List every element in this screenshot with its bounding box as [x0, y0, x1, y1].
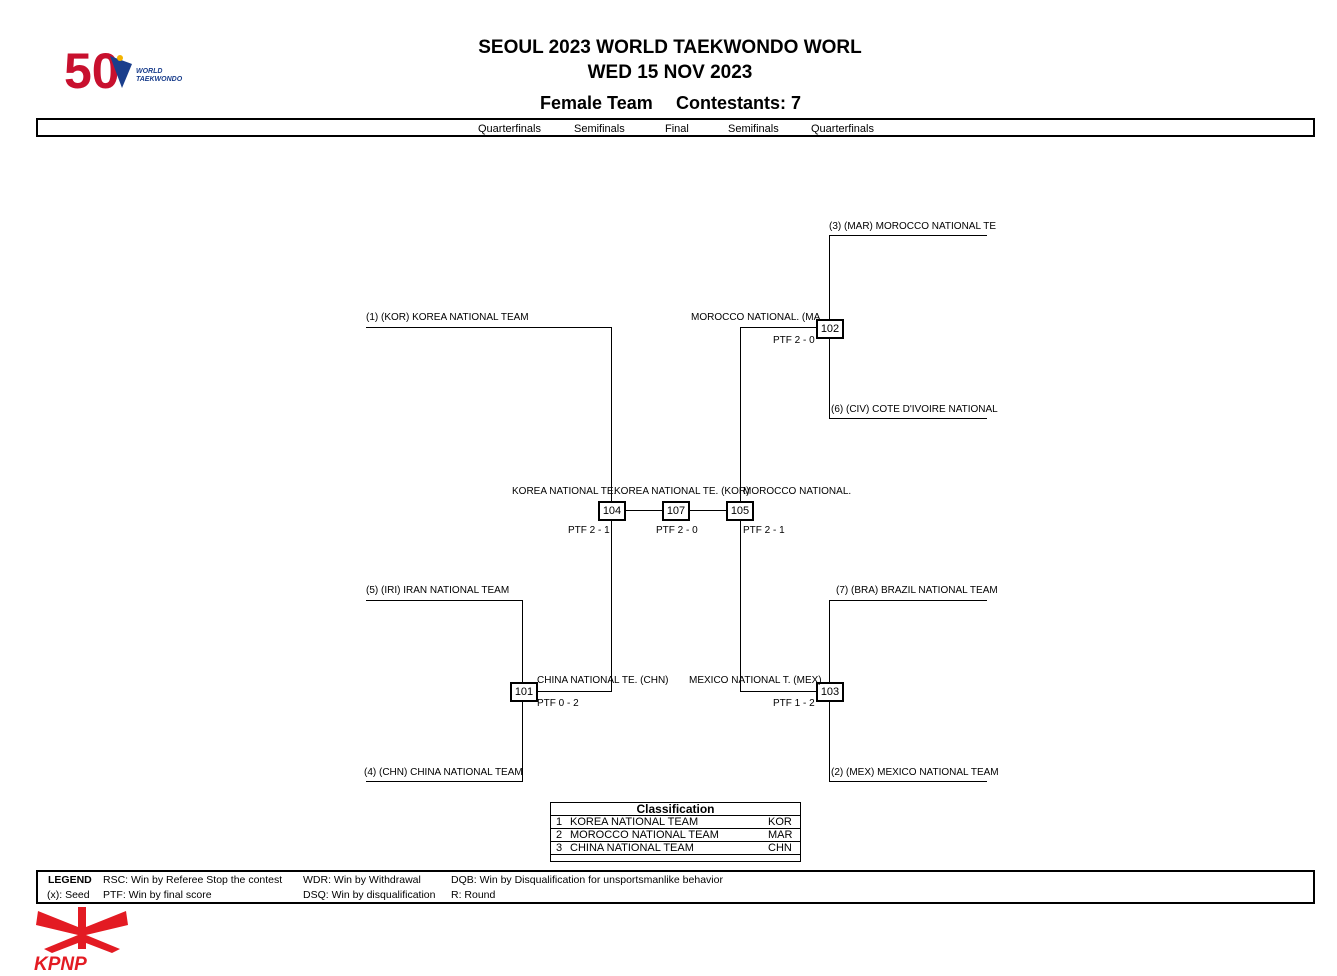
classification-code: KOR — [768, 816, 792, 828]
entrant-chn: (4) (CHN) CHINA NATIONAL TEAM — [364, 767, 523, 778]
kpnp-logo: KPNP — [34, 905, 130, 975]
legend-rsc: RSC: Win by Referee Stop the contest — [103, 874, 283, 886]
winner-104: KOREA NATIONAL TE. — [512, 486, 617, 497]
event-date: WED 15 NOV 2023 — [587, 62, 753, 83]
match-box-104: 104 — [598, 501, 626, 521]
legend-round: R: Round — [451, 889, 496, 901]
legend-seed: (x): Seed — [47, 889, 90, 901]
winner-103: MEXICO NATIONAL T. (MEX) — [689, 675, 822, 686]
legend-wdr: WDR: Win by Withdrawal — [303, 874, 421, 886]
entrant-civ: (6) (CIV) COTE D'IVOIRE NATIONAL — [831, 404, 998, 415]
round-label-quarterfinals-right: Quarterfinals — [811, 123, 874, 135]
legend-title: LEGEND — [48, 874, 92, 886]
classification-rank: 1 — [556, 816, 563, 828]
match-box-101: 101 — [510, 682, 538, 702]
match-box-102: 102 — [816, 319, 844, 339]
classification-row: 2 MOROCCO NATIONAL TEAM MAR — [551, 829, 800, 842]
score-104: PTF 2 - 1 — [568, 525, 610, 536]
kpnp-logo-graphic: KPNP — [34, 907, 128, 975]
category-title: Female Team — [540, 93, 653, 113]
contestants-count: Contestants: 7 — [676, 93, 802, 113]
classification-table: Classification 1 KOREA NATIONAL TEAM KOR… — [550, 802, 801, 862]
score-101: PTF 0 - 2 — [537, 698, 579, 709]
match-box-105: 105 — [726, 501, 754, 521]
legend-ptf: PTF: Win by final score — [103, 889, 212, 901]
legend-box: LEGEND (x): Seed RSC: Win by Referee Sto… — [36, 870, 1315, 904]
logo-number: 50 — [64, 43, 120, 96]
match-box-107: 107 — [662, 501, 690, 521]
round-label-final: Final — [665, 123, 689, 135]
kpnp-logo-text: KPNP — [34, 954, 87, 971]
winner-101: CHINA NATIONAL TE. (CHN) — [537, 675, 669, 686]
winner-105: MOROCCO NATIONAL. — [743, 486, 852, 497]
rounds-header-bar: Quarterfinals Semifinals Final Semifinal… — [36, 118, 1315, 137]
round-label-semifinals-left: Semifinals — [574, 123, 625, 135]
classification-code: MAR — [768, 829, 793, 841]
entrant-mex: (2) (MEX) MEXICO NATIONAL TEAM — [831, 767, 999, 778]
logo-sub1: WORLD — [136, 68, 162, 75]
classification-team: MOROCCO NATIONAL TEAM — [570, 829, 719, 841]
classification-team: KOREA NATIONAL TEAM — [570, 816, 699, 828]
score-103: PTF 1 - 2 — [773, 698, 815, 709]
event-title: SEOUL 2023 WORLD TAEKWONDO WORL — [478, 37, 862, 58]
logo-sub2: TAEKWONDO — [136, 76, 183, 83]
classification-code: CHN — [768, 842, 792, 854]
classification-rank: 3 — [556, 842, 563, 854]
match-box-103: 103 — [816, 682, 844, 702]
round-label-quarterfinals-left: Quarterfinals — [478, 123, 541, 135]
entrant-iri: (5) (IRI) IRAN NATIONAL TEAM — [366, 585, 510, 596]
classification-title: Classification — [551, 803, 800, 816]
winner-102: MOROCCO NATIONAL. (MA — [691, 312, 821, 323]
logo-graphic: 50 WORLD TAEKWONDO — [64, 43, 183, 99]
legend-dsq: DSQ: Win by disqualification — [303, 889, 436, 901]
winner-107: KOREA NATIONAL TE. (KOR) — [614, 486, 750, 497]
score-107: PTF 2 - 0 — [656, 525, 698, 536]
legend-dqb: DQB: Win by Disqualification for unsport… — [451, 874, 723, 886]
classification-row: 1 KOREA NATIONAL TEAM KOR — [551, 816, 800, 829]
score-105: PTF 2 - 1 — [743, 525, 785, 536]
world-taekwondo-50-logo: 50 WORLD TAEKWONDO — [62, 38, 192, 99]
classification-row: 3 CHINA NATIONAL TEAM CHN — [551, 842, 800, 855]
round-label-semifinals-right: Semifinals — [728, 123, 779, 135]
entrant-kor: (1) (KOR) KOREA NATIONAL TEAM — [366, 312, 529, 323]
classification-team: CHINA NATIONAL TEAM — [570, 842, 694, 854]
classification-rank: 2 — [556, 829, 563, 841]
entrant-bra: (7) (BRA) BRAZIL NATIONAL TEAM — [836, 585, 998, 596]
score-102: PTF 2 - 0 — [773, 335, 815, 346]
entrant-mar: (3) (MAR) MOROCCO NATIONAL TE — [829, 221, 997, 232]
